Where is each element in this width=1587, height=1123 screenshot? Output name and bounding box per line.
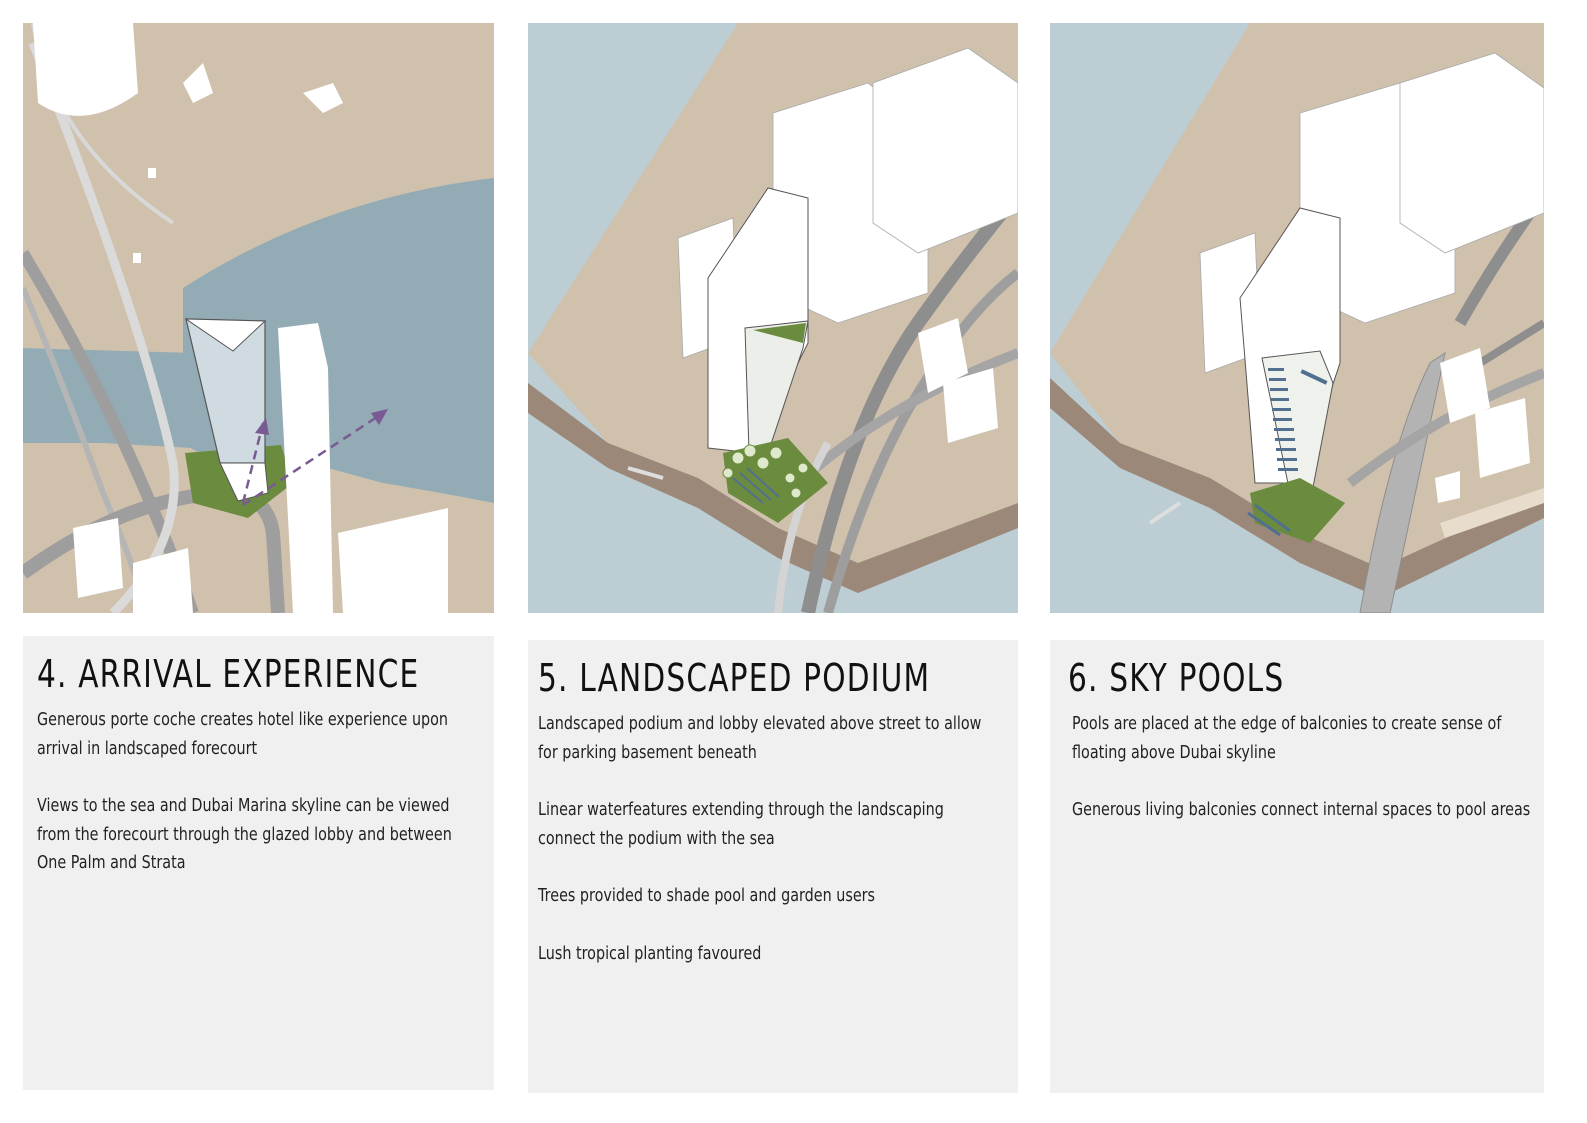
building-east-a	[1440, 348, 1490, 423]
tree	[731, 451, 745, 465]
jetty	[1148, 501, 1182, 525]
landscaped-podium-svg	[528, 23, 1018, 613]
sky-pool	[1277, 458, 1297, 461]
sky-pool	[1278, 468, 1298, 471]
view-arrow-east-head	[371, 409, 388, 425]
panel-paragraph: Linear waterfeatures extending through t…	[538, 800, 944, 849]
sky-pool	[1273, 418, 1292, 421]
waterfeature	[1247, 511, 1281, 537]
highway-a	[801, 188, 1018, 613]
landscaped-podium	[1250, 478, 1345, 543]
panel-paragraph: Generous living balconies connect intern…	[1072, 800, 1531, 820]
sky-pool	[1270, 388, 1288, 391]
panel-paragraph: Lush tropical planting favoured	[538, 943, 762, 964]
tree	[797, 462, 809, 474]
sky-pool	[1271, 398, 1289, 401]
sky-pool	[1275, 438, 1295, 441]
beach-edge	[1050, 378, 1544, 598]
waterfeature	[739, 472, 772, 501]
sky-pools-diagram	[1050, 23, 1544, 613]
panel-paragraph: Generous porte coche creates hotel like …	[37, 710, 449, 759]
building-east-b	[943, 368, 998, 443]
beach-edge	[528, 383, 1018, 593]
strata-building	[338, 508, 448, 613]
panel-paragraph: Pools are placed at the edge of balconie…	[1072, 714, 1502, 763]
one-palm-building	[278, 323, 333, 613]
building-east-c	[1435, 471, 1460, 503]
linear-waterfeatures	[732, 467, 780, 504]
sky-pool-top	[1300, 369, 1328, 385]
tree	[743, 444, 757, 458]
building-small-b	[303, 83, 343, 113]
tower-roof	[184, 318, 267, 352]
building-east-a	[918, 318, 968, 393]
tree	[722, 467, 734, 479]
sky-pools-panel: 6. SKY POOLS Pools are placed at the edg…	[1050, 640, 1544, 1093]
building-small-a	[183, 63, 213, 103]
building-rear-b	[872, 47, 1018, 254]
sky-pool	[1269, 378, 1286, 381]
building-sw-a	[73, 518, 123, 598]
arrival-experience-svg	[23, 23, 494, 613]
view-arrow-east	[242, 411, 384, 507]
elevated-link	[774, 441, 832, 613]
panel-paragraph: Views to the sea and Dubai Marina skylin…	[37, 796, 452, 873]
road-d	[1477, 319, 1544, 367]
waterfeature	[732, 477, 764, 504]
landscaped-podium-panel: 5. LANDSCAPED PODIUM Landscaped podium a…	[528, 640, 1018, 1093]
tree	[784, 472, 796, 484]
panel-title: 6. SKY POOLS	[1068, 656, 1285, 700]
ramp	[1440, 488, 1544, 538]
tree	[790, 487, 802, 499]
elevated-road	[28, 41, 179, 613]
panel-paragraph: Landscaped podium and lobby elevated abo…	[538, 714, 982, 763]
podium-waterfeatures	[1247, 503, 1291, 537]
arrival-experience-panel: 4. ARRIVAL EXPERIENCE Generous porte coc…	[23, 636, 494, 1090]
tree	[769, 446, 783, 460]
building-sw-b	[133, 548, 193, 613]
view-arrow-north-head	[255, 418, 269, 435]
panel-title: 5. LANDSCAPED PODIUM	[538, 656, 931, 700]
building-east-b	[1475, 398, 1530, 478]
trees	[722, 444, 809, 499]
arrival-experience-diagram	[23, 23, 494, 613]
waterfeature	[746, 467, 780, 498]
tower-roof-garden	[753, 323, 806, 343]
sky-pools	[1268, 368, 1328, 471]
building-north	[33, 23, 138, 116]
tree	[756, 456, 770, 470]
building-small-d	[133, 253, 141, 263]
sky-pool	[1272, 408, 1291, 411]
jetty	[627, 466, 664, 480]
waterfeature	[1254, 503, 1291, 533]
sky-pool	[1268, 368, 1284, 371]
landscaped-podium-diagram	[528, 23, 1018, 613]
road-c	[1346, 368, 1544, 487]
landscaped-podium	[723, 438, 828, 523]
panel-title: 4. ARRIVAL EXPERIENCE	[37, 652, 420, 696]
building-small-c	[148, 168, 156, 178]
sky-pools-svg	[1050, 23, 1544, 613]
sky-pool	[1276, 448, 1296, 451]
building-rear-b	[1399, 52, 1544, 254]
sky-pool	[1274, 428, 1294, 431]
glazed-lobby	[219, 462, 269, 502]
panel-paragraph: Trees provided to shade pool and garden …	[538, 886, 876, 906]
view-arrow-north	[241, 422, 265, 504]
